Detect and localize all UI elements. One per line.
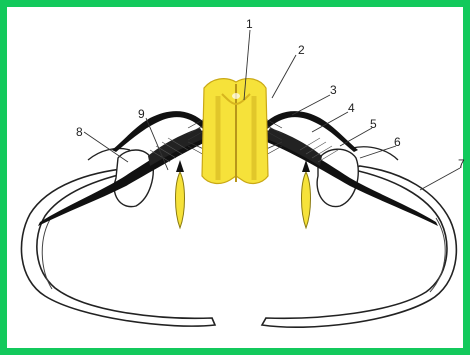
spinal-cord xyxy=(202,79,268,184)
label-6: 6 xyxy=(394,135,401,149)
label-3: 3 xyxy=(330,83,337,97)
label-5: 5 xyxy=(370,117,377,131)
labels: 1 2 3 4 5 6 7 8 9 xyxy=(76,17,465,171)
label-1: 1 xyxy=(246,17,253,31)
label-7: 7 xyxy=(458,157,465,171)
label-4: 4 xyxy=(348,101,355,115)
label-8: 8 xyxy=(76,125,83,139)
label-2: 2 xyxy=(298,43,305,57)
label-9: 9 xyxy=(138,107,145,121)
